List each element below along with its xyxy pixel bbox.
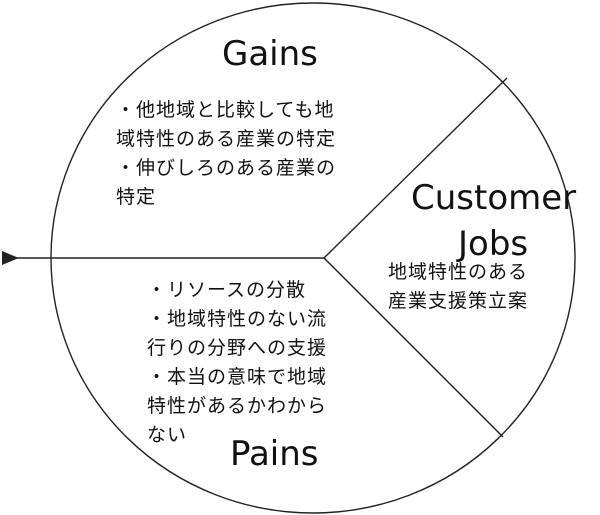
gains-line-3: ・伸びしろのある産業の xyxy=(116,157,337,179)
gains-line-4: 特定 xyxy=(116,186,157,208)
customer-jobs-title-line2: Jobs xyxy=(458,224,529,264)
pains-line-5: 特性があるかわから xyxy=(147,395,328,417)
gains-title: Gains xyxy=(222,34,318,74)
customer-jobs-line-2: 産業支援策立案 xyxy=(388,290,529,312)
gains-text: ・他地域と比較しても地 域特性のある産業の特定 ・伸びしろのある産業の 特定 xyxy=(116,96,336,212)
pains-line-2: ・地域特性のない流 xyxy=(147,308,328,330)
customer-jobs-text: 地域特性のある 産業支援策立案 xyxy=(388,258,528,316)
pains-title: Pains xyxy=(230,434,319,474)
pains-line-1: ・リソースの分散 xyxy=(147,279,307,301)
customer-jobs-line-1: 地域特性のある xyxy=(388,261,529,283)
divider-lower-right xyxy=(323,257,504,438)
customer-jobs-title-line1: Customer xyxy=(411,178,577,218)
pains-line-3: 行りの分野への支援 xyxy=(147,337,328,359)
pains-line-6: ない xyxy=(147,424,188,446)
pains-text: ・リソースの分散 ・地域特性のない流 行りの分野への支援 ・本当の意味で地域 特… xyxy=(147,276,327,450)
gains-line-1: ・他地域と比較しても地 xyxy=(116,99,335,121)
gains-line-2: 域特性のある産業の特定 xyxy=(116,128,337,150)
pains-line-4: ・本当の意味で地域 xyxy=(147,366,328,388)
divider-upper-right xyxy=(323,77,508,259)
